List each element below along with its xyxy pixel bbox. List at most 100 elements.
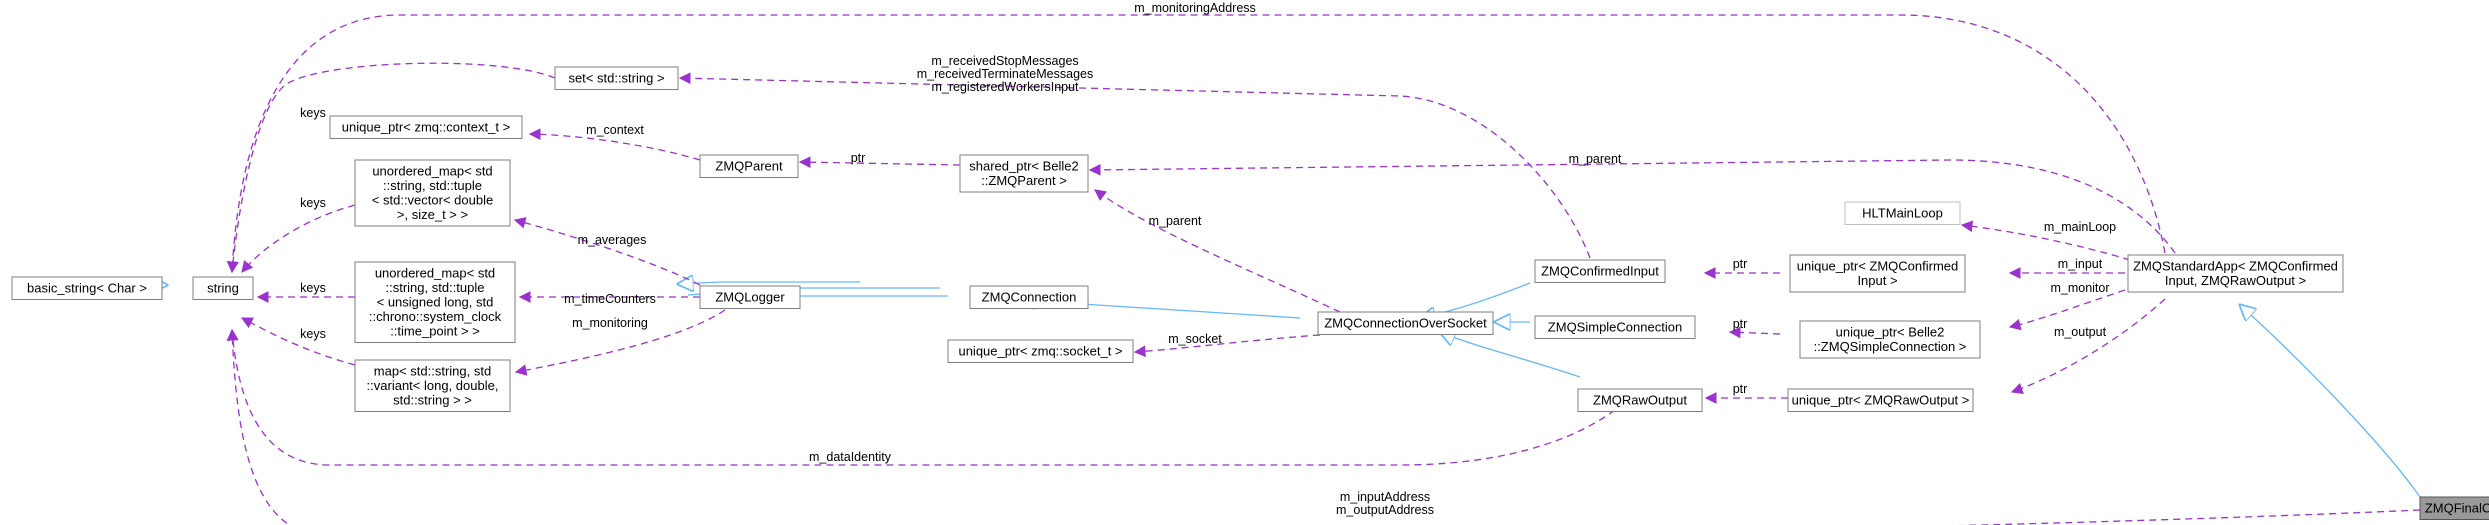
class-node-box — [947, 339, 1134, 363]
class-node-zmqlogger[interactable]: ZMQLogger — [699, 285, 801, 309]
class-node-label: ::string, std::tuple — [383, 178, 482, 193]
class-node-box — [1577, 388, 1703, 412]
class-node-string[interactable]: string — [192, 276, 254, 300]
class-node-box — [2419, 496, 2489, 520]
edge-averages — [513, 217, 701, 286]
class-node-zmqfinal[interactable]: ZMQFinalCollector — [2419, 496, 2489, 520]
edge-monitoring — [514, 309, 726, 376]
edge-label-received-messages: m_receivedStopMessages — [931, 54, 1078, 68]
edge-label-ptr-simple: ptr — [1733, 317, 1748, 331]
edge-label-context: m_context — [586, 123, 644, 137]
class-node-unique-confirmed[interactable]: unique_ptr< ZMQConfirmedInput > — [1789, 254, 1966, 293]
class-node-label: < std::vector< double — [372, 193, 493, 208]
class-node-shared-parent[interactable]: shared_ptr< Belle2::ZMQParent > — [959, 154, 1089, 193]
edge-label-main-loop: m_mainLoop — [2044, 220, 2116, 234]
class-node-label: ::variant< long, double, — [367, 378, 499, 393]
class-node-unique-rawout[interactable]: unique_ptr< ZMQRawOutput > — [1787, 388, 1974, 412]
class-node-label: ZMQSimpleConnection — [1548, 320, 1682, 335]
class-node-unique-socket[interactable]: unique_ptr< zmq::socket_t > — [947, 339, 1134, 363]
class-node-label: shared_ptr< Belle2 — [969, 159, 1079, 174]
edge-label-received-messages: m_registeredWorkersInput — [931, 80, 1079, 94]
class-node-zmqcos[interactable]: ZMQConnectionOverSocket — [1317, 311, 1494, 335]
class-node-basic-string[interactable]: basic_string< Char > — [11, 276, 163, 300]
class-node-label: Input > — [1857, 273, 1897, 288]
edge-label-keys-umap-chrono: keys — [300, 281, 326, 295]
edge-keys-umap-vec — [241, 204, 356, 273]
class-node-unique-simple[interactable]: unique_ptr< Belle2::ZMQSimpleConnection … — [1799, 320, 1981, 359]
edge-output — [2010, 298, 2166, 394]
class-node-label: unique_ptr< Belle2 — [1836, 325, 1945, 340]
class-node-map-variant[interactable]: map< std::string, std::variant< long, do… — [354, 359, 511, 412]
class-node-box — [1534, 315, 1696, 339]
class-node-box — [1789, 254, 1966, 293]
class-node-label: ZMQParent — [715, 159, 783, 174]
class-node-label: ZMQConfirmedInput — [1541, 264, 1659, 279]
edge-label-keys-umap-vec: keys — [300, 196, 326, 210]
edge-label-input-output-address: m_inputAddress — [1340, 490, 1430, 504]
edge-label-input-output-address: m_outputAddress — [1336, 503, 1434, 517]
edge-received-messages — [678, 72, 1591, 259]
class-node-unique-ctx[interactable]: unique_ptr< zmq::context_t > — [329, 115, 523, 139]
class-node-label: ::chrono::system_clock — [369, 309, 502, 324]
class-node-set[interactable]: set< std::string > — [554, 66, 679, 90]
edge-label-keys-map-variant: keys — [300, 327, 326, 341]
class-node-zmqrawoutput[interactable]: ZMQRawOutput — [1577, 388, 1703, 412]
class-node-box — [1534, 259, 1666, 283]
edge-label-monitoring-address: m_monitoringAddress — [1134, 1, 1256, 15]
edge-label-ptr-confirmed: ptr — [1733, 257, 1748, 271]
edge-final-to-stdapp — [2240, 305, 2421, 498]
class-node-label: >, size_t > > — [397, 207, 468, 222]
edge-keys-set — [227, 62, 556, 274]
class-node-box — [554, 66, 679, 90]
class-node-zmqsimple[interactable]: ZMQSimpleConnection — [1534, 315, 1696, 339]
edge-label-data-identity: m_dataIdentity — [809, 450, 892, 464]
class-node-box — [354, 159, 511, 227]
class-node-label: set< std::string > — [568, 71, 664, 86]
class-node-label: unique_ptr< zmq::socket_t > — [958, 344, 1122, 359]
class-node-label: ZMQLogger — [715, 290, 785, 305]
class-node-zmqconfirmedinput[interactable]: ZMQConfirmedInput — [1534, 259, 1666, 283]
class-node-zmqstdapp[interactable]: ZMQStandardApp< ZMQConfirmedInput, ZMQRa… — [2127, 254, 2344, 293]
class-node-label: string — [207, 281, 239, 296]
class-node-label: ::ZMQParent > — [981, 173, 1067, 188]
class-node-label: map< std::string, std — [374, 364, 491, 379]
edge-label-socket: m_socket — [1168, 332, 1222, 346]
class-node-box — [1799, 320, 1981, 359]
edge-ptr-simple — [1728, 326, 1781, 339]
class-node-box — [2127, 254, 2344, 293]
class-node-box — [699, 154, 799, 178]
edge-label-ptr-rawout: ptr — [1733, 382, 1748, 396]
class-node-box — [969, 285, 1089, 309]
class-node-label: ::ZMQSimpleConnection > — [1814, 339, 1967, 354]
edge-label-output: m_output — [2054, 325, 2107, 339]
class-node-zmqconnection[interactable]: ZMQConnection — [969, 285, 1089, 309]
edge-monitor — [2008, 289, 2126, 331]
class-node-hltmainloop[interactable]: HLTMainLoop — [1844, 201, 1961, 225]
class-node-label: unordered_map< std — [372, 164, 492, 179]
edge-label-monitor: m_monitor — [2050, 281, 2109, 295]
edge-label-received-messages: m_receivedTerminateMessages — [917, 67, 1093, 81]
edge-label-ptr-parent: ptr — [851, 151, 866, 165]
class-node-label: ZMQFinalCollector — [2425, 501, 2489, 516]
class-node-box — [1787, 388, 1974, 412]
class-node-zmqparent[interactable]: ZMQParent — [699, 154, 799, 178]
edge-logger-to-connection — [678, 282, 860, 284]
edge-label-averages: m_averages — [578, 233, 647, 247]
edge-label-parent-stdapp: m_parent — [1569, 152, 1622, 166]
edge-socket — [1133, 334, 1321, 358]
edge-monitoring-address — [226, 14, 2166, 274]
edge-label-monitoring: m_monitoring — [572, 316, 648, 330]
class-node-label: unordered_map< std — [375, 266, 495, 281]
class-node-label: std::string > > — [393, 393, 472, 408]
class-node-label: HLTMainLoop — [1862, 206, 1943, 221]
edge-parent-stdapp — [1088, 159, 2176, 254]
class-node-umap-vec[interactable]: unordered_map< std::string, std::tuple< … — [354, 159, 511, 227]
class-node-box — [354, 359, 511, 412]
class-node-label: basic_string< Char > — [27, 281, 147, 296]
class-node-box — [192, 276, 254, 300]
class-node-box — [329, 115, 523, 139]
edge-ptr-parent — [798, 156, 961, 169]
class-node-label: Input, ZMQRawOutput > — [2165, 273, 2306, 288]
class-node-umap-chrono[interactable]: unordered_map< std::string, std::tuple< … — [354, 261, 516, 343]
